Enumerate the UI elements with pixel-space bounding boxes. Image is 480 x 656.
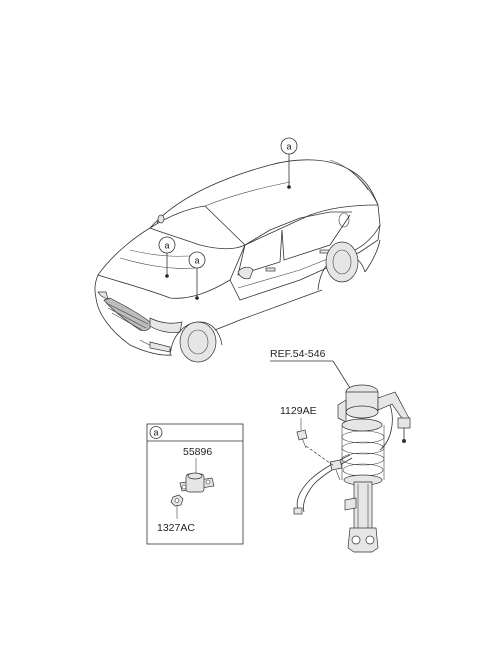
- callout-letter: a: [194, 256, 199, 266]
- nut-part: [170, 494, 184, 507]
- label-ref: REF.54-546: [270, 348, 326, 360]
- detail-callout-letter: a: [153, 428, 158, 438]
- detail-callout-circle: [149, 426, 163, 439]
- label-1129AE: 1129AE: [280, 405, 317, 417]
- sensor-marker-rear: [287, 154, 291, 189]
- strut-assembly: REF.54-546: [270, 348, 411, 553]
- car-illustration: [94, 159, 381, 363]
- callout-a-front-left: a: [158, 236, 176, 254]
- callout-letter: a: [164, 241, 169, 251]
- callout-a-front-right: a: [188, 251, 206, 269]
- detail-box: a 55896 1327AC: [146, 423, 244, 545]
- callout-letter: a: [286, 142, 291, 152]
- callout-a-rear: a: [280, 137, 298, 155]
- sensor-marker-front-right: [195, 268, 199, 300]
- sensor-marker-front-left: [165, 253, 169, 278]
- label-1327AC: 1327AC: [157, 522, 195, 534]
- height-sensor-part: [179, 472, 215, 493]
- label-55896: 55896: [183, 446, 212, 458]
- coil-spring: [341, 418, 385, 486]
- bolt-part: [296, 429, 308, 449]
